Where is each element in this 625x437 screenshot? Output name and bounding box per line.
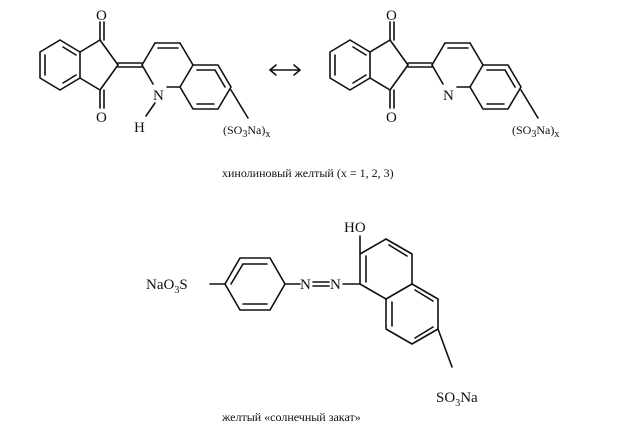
oxygen-top-right: O — [386, 8, 397, 24]
so3na-group: SO3Na — [436, 390, 478, 409]
azo-nitrogen-1: N — [300, 277, 311, 293]
quinoline-benzo-ring — [179, 64, 232, 110]
sulfonate-substituent-right: (SO3Na)x — [512, 123, 559, 140]
oxygen-bottom-left: O — [96, 110, 107, 126]
hydrogen-nh: H — [134, 120, 145, 136]
caption-sunset-yellow: желтый «солнечный закат» — [221, 410, 361, 424]
nitrogen-nh: N — [153, 88, 164, 104]
nao3s-group: NaO3S — [146, 277, 188, 296]
naphthalene-upper-ring — [359, 238, 413, 300]
oxygen-top-left: O — [96, 8, 107, 24]
quinoline-benzo-ring-right — [469, 64, 522, 110]
resonance-arrow — [269, 64, 301, 76]
caption-quinoline-yellow: хинолиновый желтый (х = 1, 2, 3) — [222, 166, 394, 180]
indandione-benzene-ring-right — [329, 39, 371, 91]
sulfonate-substituent-left: (SO3Na)x — [223, 123, 270, 140]
phenylene-ring — [224, 257, 286, 311]
nitrogen-right: N — [443, 88, 454, 104]
indandione-benzene-ring — [39, 39, 81, 91]
quinoline-pyridine-ring — [141, 42, 194, 88]
azo-nitrogen-2: N — [330, 277, 341, 293]
oxygen-bottom-right: O — [386, 110, 397, 126]
naphthalene-lower-ring — [385, 283, 439, 345]
sunset-yellow-structure: NaO3S N N HO SO — [146, 220, 478, 409]
quinoline-pyridine-ring-right — [431, 42, 484, 88]
indandione-five-ring — [79, 21, 119, 109]
quinoline-yellow-right-structure: O O N (SO3Na)x — [329, 8, 559, 140]
quinoline-yellow-left-structure: O O N H (SO3Na)x — [39, 8, 270, 140]
hydroxyl-group: HO — [344, 220, 366, 236]
indandione-five-ring-right — [369, 21, 409, 109]
